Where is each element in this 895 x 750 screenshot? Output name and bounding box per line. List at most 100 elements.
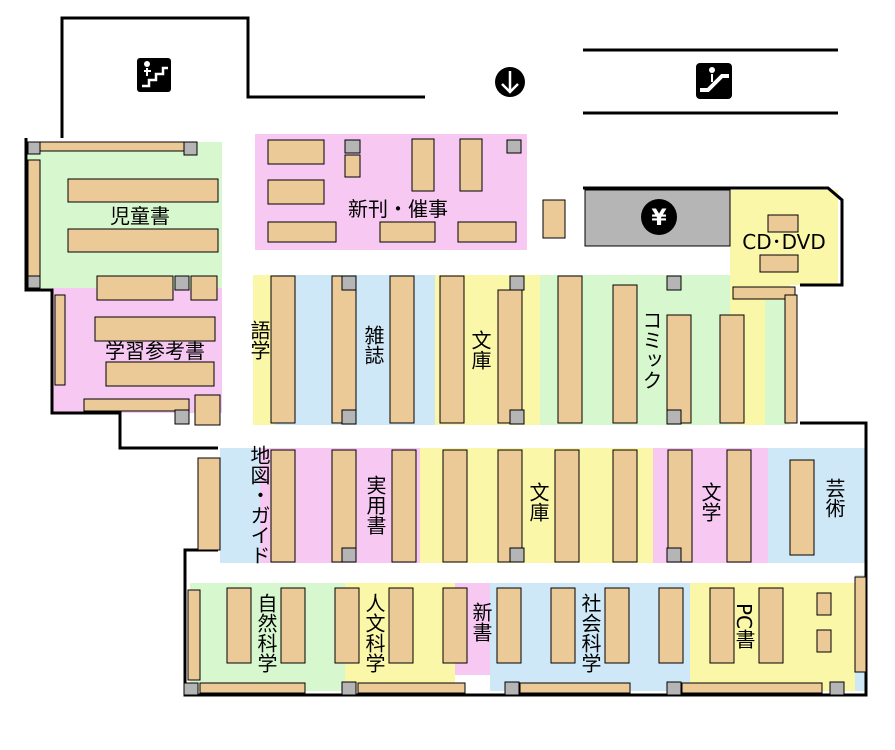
- shelf: [411, 138, 435, 192]
- shelf: [331, 449, 357, 563]
- shelves: [27, 138, 867, 694]
- shelf: [67, 178, 219, 203]
- shelf: [357, 682, 466, 694]
- shelf: [379, 221, 436, 243]
- pillar: [506, 139, 522, 154]
- shelf: [709, 587, 735, 664]
- shelf: [784, 294, 798, 424]
- pillar: [666, 275, 682, 291]
- yen-symbol: ¥: [651, 206, 667, 231]
- shelf: [199, 682, 306, 694]
- shelf: [658, 587, 684, 664]
- shelf: [550, 587, 576, 664]
- shelf: [519, 682, 631, 694]
- label-bunko-top: 文庫: [468, 330, 492, 370]
- shelf: [267, 221, 337, 243]
- stairs-icon: [137, 58, 171, 92]
- shelf: [719, 314, 745, 424]
- shelf: [67, 228, 219, 253]
- shelf: [194, 394, 221, 426]
- shelf: [604, 587, 630, 664]
- zone-kids: [28, 142, 222, 288]
- entrance-wall: [60, 16, 425, 138]
- zone-map-guide: [220, 448, 260, 563]
- section-labels: 児童書 学習参考書 新刊・催事 CD･DVD 語学 雑誌 文庫 コミック 地図・…: [105, 197, 846, 673]
- shelf: [497, 289, 523, 424]
- shelf: [94, 316, 216, 342]
- label-natural-science: 自然科学: [254, 593, 278, 673]
- pillars: [27, 139, 845, 696]
- shelf: [681, 682, 823, 694]
- pillar: [829, 681, 845, 696]
- pillar: [344, 139, 361, 154]
- shelf: [280, 587, 306, 664]
- label-social-science: 社会科学: [578, 593, 602, 673]
- pillar: [183, 141, 198, 156]
- label-cd-dvd: CD･DVD: [742, 230, 826, 254]
- zone-study: [52, 288, 222, 413]
- pillar: [509, 409, 525, 425]
- zone-language: [253, 275, 275, 425]
- shelf: [726, 449, 752, 563]
- pillar: [174, 409, 190, 425]
- shelf: [35, 141, 187, 152]
- pillar: [341, 275, 357, 291]
- shelf: [391, 449, 417, 563]
- label-new-events: 新刊・催事: [348, 197, 448, 221]
- shelf: [758, 587, 784, 664]
- shelf: [612, 284, 638, 424]
- zone-social-science: [490, 583, 690, 691]
- cd-wall: [583, 186, 844, 287]
- left-wall: [24, 138, 218, 450]
- shelf: [542, 199, 566, 239]
- pillar: [341, 409, 357, 425]
- walls: [24, 16, 868, 697]
- shelf: [497, 449, 523, 563]
- shelf: [767, 214, 799, 233]
- down-arrow-icon: [495, 67, 525, 97]
- pillar: [341, 681, 357, 696]
- shelf: [105, 361, 215, 387]
- shelf: [557, 275, 583, 424]
- shelf: [732, 286, 796, 300]
- label-kids: 児童書: [110, 204, 170, 228]
- pillar: [27, 141, 41, 155]
- pillar: [504, 681, 520, 696]
- shelf: [334, 587, 360, 664]
- escalator-icon: [696, 63, 732, 99]
- shelf: [389, 275, 415, 424]
- label-magazine: 雑誌: [361, 325, 385, 365]
- shelf: [267, 139, 325, 165]
- shelf: [270, 275, 296, 424]
- pillar: [666, 681, 682, 696]
- label-shinsho: 新書: [469, 602, 493, 642]
- shelf: [854, 576, 867, 673]
- shelf: [83, 398, 190, 412]
- right-wall: [183, 421, 868, 697]
- label-map-guide: 地図・ガイド: [247, 445, 271, 565]
- shelf: [197, 457, 221, 551]
- pillar: [27, 275, 41, 289]
- shelf: [442, 587, 468, 664]
- pillar: [174, 275, 190, 291]
- shelf: [612, 449, 638, 563]
- label-pc: PC書: [732, 603, 756, 649]
- label-art: 芸術: [822, 478, 846, 518]
- shelf: [190, 275, 218, 301]
- shelf: [54, 294, 66, 386]
- shelf: [27, 159, 41, 281]
- zone-natural-science: [190, 583, 345, 691]
- pillar: [666, 409, 682, 425]
- shelf: [496, 587, 522, 664]
- shelf: [187, 589, 201, 681]
- shelf: [270, 449, 296, 563]
- label-practical: 実用書: [363, 475, 387, 535]
- label-study: 学習参考書: [105, 339, 205, 363]
- pillar: [509, 275, 525, 291]
- shelf: [666, 314, 692, 424]
- yen-icon: ¥: [641, 199, 677, 235]
- pillar: [183, 682, 199, 696]
- shelf: [789, 459, 815, 556]
- shelf: [554, 449, 580, 563]
